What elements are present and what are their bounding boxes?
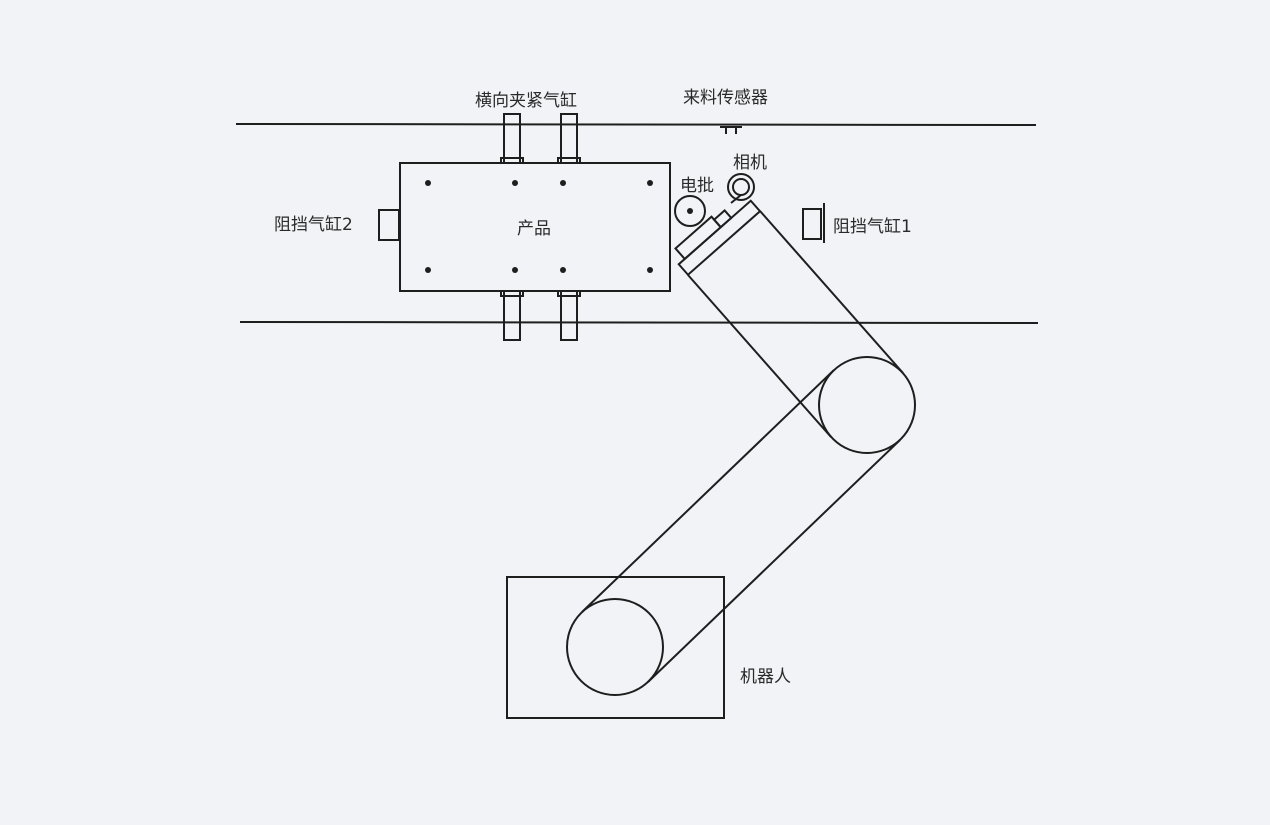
robot-base (506, 576, 725, 719)
product-holes (425, 180, 653, 273)
label-screwdriver: 电批 (680, 176, 714, 196)
label-stop-cylinder-2: 阻挡气缸2 (274, 215, 353, 235)
robot-lower-arm (581, 369, 901, 683)
label-feed-sensor: 来料传感器 (683, 88, 768, 108)
label-stop-cylinder-1: 阻挡气缸1 (833, 217, 912, 237)
label-product: 产品 (517, 219, 551, 239)
robot-base-joint (566, 598, 664, 696)
label-robot: 机器人 (740, 667, 791, 687)
label-clamp-cylinder: 横向夹紧气缸 (475, 91, 577, 111)
feed-sensor-shape (720, 126, 742, 134)
camera-icon (727, 173, 755, 201)
label-camera: 相机 (733, 153, 767, 173)
product-box (399, 162, 671, 292)
screwdriver-icon (674, 195, 706, 227)
conveyor-rail-top (235, 123, 1037, 126)
stop-cylinder-1-shape (802, 203, 825, 243)
conveyor-rail-bottom (239, 321, 1039, 324)
stop-cylinder-2-shape (378, 209, 400, 241)
robot-upper-arm (687, 210, 904, 438)
robot-tool-flange (674, 199, 762, 277)
robot-elbow-joint (818, 356, 916, 454)
